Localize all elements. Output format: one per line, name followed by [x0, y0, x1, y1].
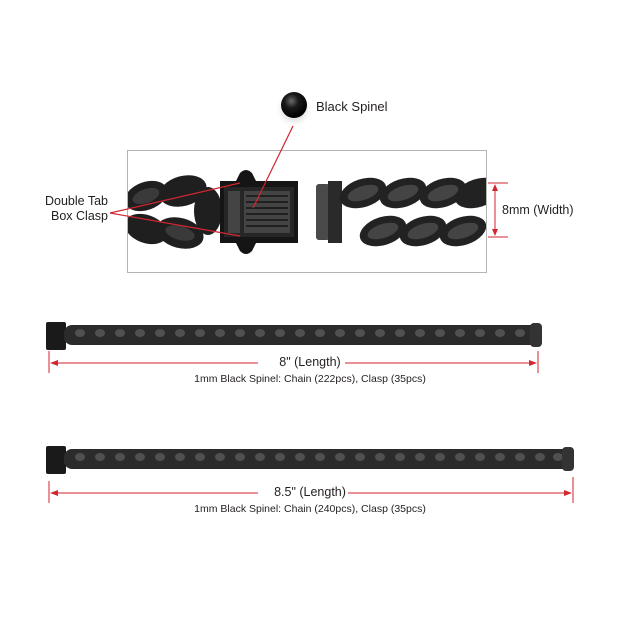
width-label: 8mm (Width): [502, 203, 574, 217]
clasp-detail-image: [127, 150, 487, 273]
clasp-label-line1: Double Tab: [44, 194, 108, 208]
clasp-closeup-illustration: [128, 170, 486, 254]
gemstone-icon: [281, 92, 307, 118]
bracelet-1-spec-label: 1mm Black Spinel: Chain (222pcs), Clasp …: [194, 373, 426, 385]
bracelet-8-5in-illustration: [46, 446, 574, 474]
bracelet-1-length-label: 8" (Length): [279, 355, 341, 369]
bracelet-2-spec-label: 1mm Black Spinel: Chain (240pcs), Clasp …: [194, 503, 426, 515]
bracelet-8in-illustration: [46, 322, 542, 350]
gem-label: Black Spinel: [316, 99, 388, 114]
clasp-label: Double Tab Box Clasp: [40, 194, 108, 224]
bracelet-2-length-label: 8.5" (Length): [274, 485, 346, 499]
clasp-label-line2: Box Clasp: [51, 209, 108, 223]
